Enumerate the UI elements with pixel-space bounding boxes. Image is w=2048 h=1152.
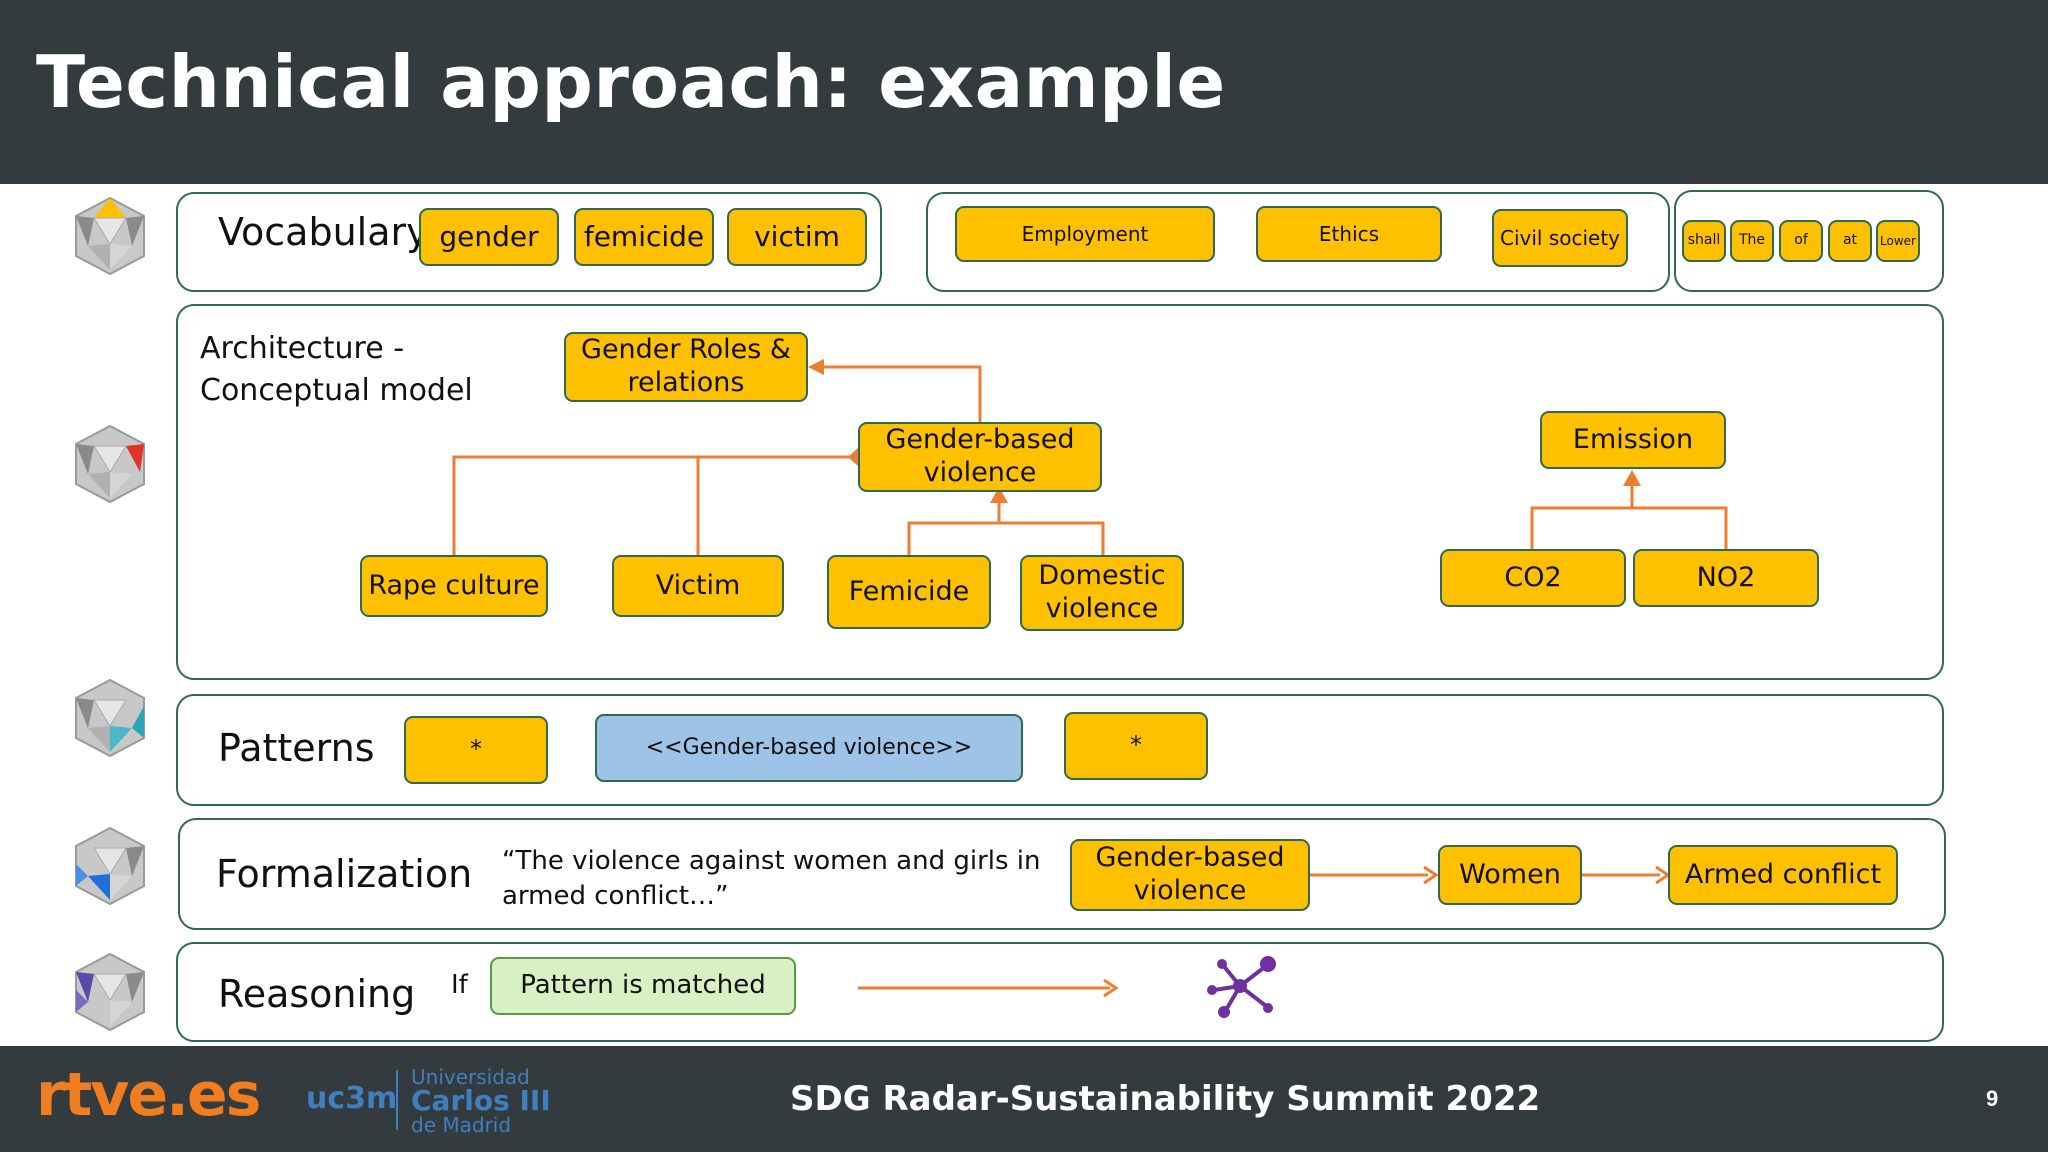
emission-node: Emission (1540, 411, 1726, 469)
rtve-logo: rtve.es (36, 1060, 261, 1130)
gender-roles-arrowhead (808, 359, 824, 375)
gbv-to-gender-roles-connector (818, 365, 982, 424)
stopword-shall: shall (1682, 220, 1726, 262)
formal-armed-conflict-node: Armed conflict (1668, 845, 1898, 905)
knowledge-graph-icon (1207, 956, 1276, 1018)
femicide-connector (907, 521, 1105, 568)
slide-footer (0, 1046, 2048, 1152)
page-number: 9 (1986, 1086, 1999, 1111)
architecture-label-line2: Conceptual model (200, 373, 473, 408)
term-gender: gender (419, 208, 559, 266)
stopword-of: of (1779, 220, 1823, 262)
university-logo-line3: de Madrid (411, 1113, 512, 1137)
domestic-line2: violence (1045, 593, 1159, 624)
vocabulary-icosahedron-icon (75, 196, 145, 276)
reasoning-if: If (451, 970, 468, 1000)
quote-line2: armed conflict…” (502, 881, 729, 911)
pattern-gender-based-violence: <<Gender-based violence>> (595, 714, 1023, 782)
no2-node: NO2 (1633, 549, 1819, 607)
gender-roles-line1: Gender Roles & (581, 334, 791, 366)
pattern-wildcard-left: * (404, 716, 548, 784)
stopword-the: The (1730, 220, 1774, 262)
architecture-icosahedron-icon (75, 424, 145, 504)
university-logo-divider (396, 1070, 398, 1130)
university-logo-line1: Universidad (411, 1065, 530, 1089)
gbv-aggregation-connector (452, 455, 858, 556)
formalization-icosahedron-icon (75, 826, 145, 906)
gbv-line1: Gender-based (885, 424, 1075, 456)
co2-node: CO2 (1440, 549, 1626, 607)
formalization-label: Formalization (216, 852, 473, 896)
rape-culture-node: Rape culture (360, 555, 548, 617)
pattern-matched-condition: Pattern is matched (490, 957, 796, 1015)
footer-event-title: SDG Radar-Sustainability Summit 2022 (790, 1079, 1541, 1119)
vocabulary-label: Vocabulary (218, 210, 429, 254)
reasoning-arrowhead (1103, 978, 1119, 998)
co2-connector (1530, 506, 1728, 550)
stopword-at: at (1828, 220, 1872, 262)
formal-gbv-line1: Gender-based (1095, 842, 1285, 874)
patterns-label: Patterns (218, 726, 375, 770)
gender-roles-line2: relations (627, 367, 745, 398)
domestic-line1: Domestic (1038, 560, 1166, 592)
victim-node: Victim (612, 555, 784, 617)
term-victim: victim (727, 208, 867, 266)
university-logo-line2: Carlos III (411, 1084, 551, 1117)
reasoning-label: Reasoning (218, 972, 416, 1016)
reasoning-icosahedron-icon (75, 952, 145, 1032)
term-civil-society: Civil society (1492, 209, 1628, 267)
architecture-label-line1: Architecture - (200, 331, 405, 366)
formal-gbv-line2: violence (1133, 875, 1247, 906)
women-arrowhead (1423, 865, 1439, 885)
slide-header: Technical approach: example (0, 0, 2048, 184)
term-femicide: femicide (574, 208, 714, 266)
formal-women-node: Women (1438, 845, 1582, 905)
femicide-node: Femicide (827, 555, 991, 629)
formalization-quote: “The violence against women and girls in… (502, 844, 1041, 914)
quote-line1: “The violence against women and girls in (502, 846, 1041, 876)
term-employment: Employment (955, 206, 1215, 262)
emission-inheritance-arrowhead (1623, 470, 1641, 486)
uc3m-logo: uc3m (306, 1081, 398, 1116)
slide-title: Technical approach: example (36, 40, 1226, 124)
gender-roles-node: Gender Roles &relations (564, 332, 808, 402)
pattern-wildcard-right: * (1064, 712, 1208, 780)
term-ethics: Ethics (1256, 206, 1442, 262)
architecture-label: Architecture - Conceptual model (200, 328, 473, 412)
gbv-inheritance-arrowhead (990, 487, 1008, 503)
patterns-icosahedron-icon (75, 678, 145, 758)
stopword-lower: Lower (1876, 220, 1920, 262)
university-logo: Universidad Carlos III de Madrid (411, 1067, 551, 1135)
gbv-line2: violence (923, 457, 1037, 488)
reasoning-panel (176, 942, 1944, 1042)
